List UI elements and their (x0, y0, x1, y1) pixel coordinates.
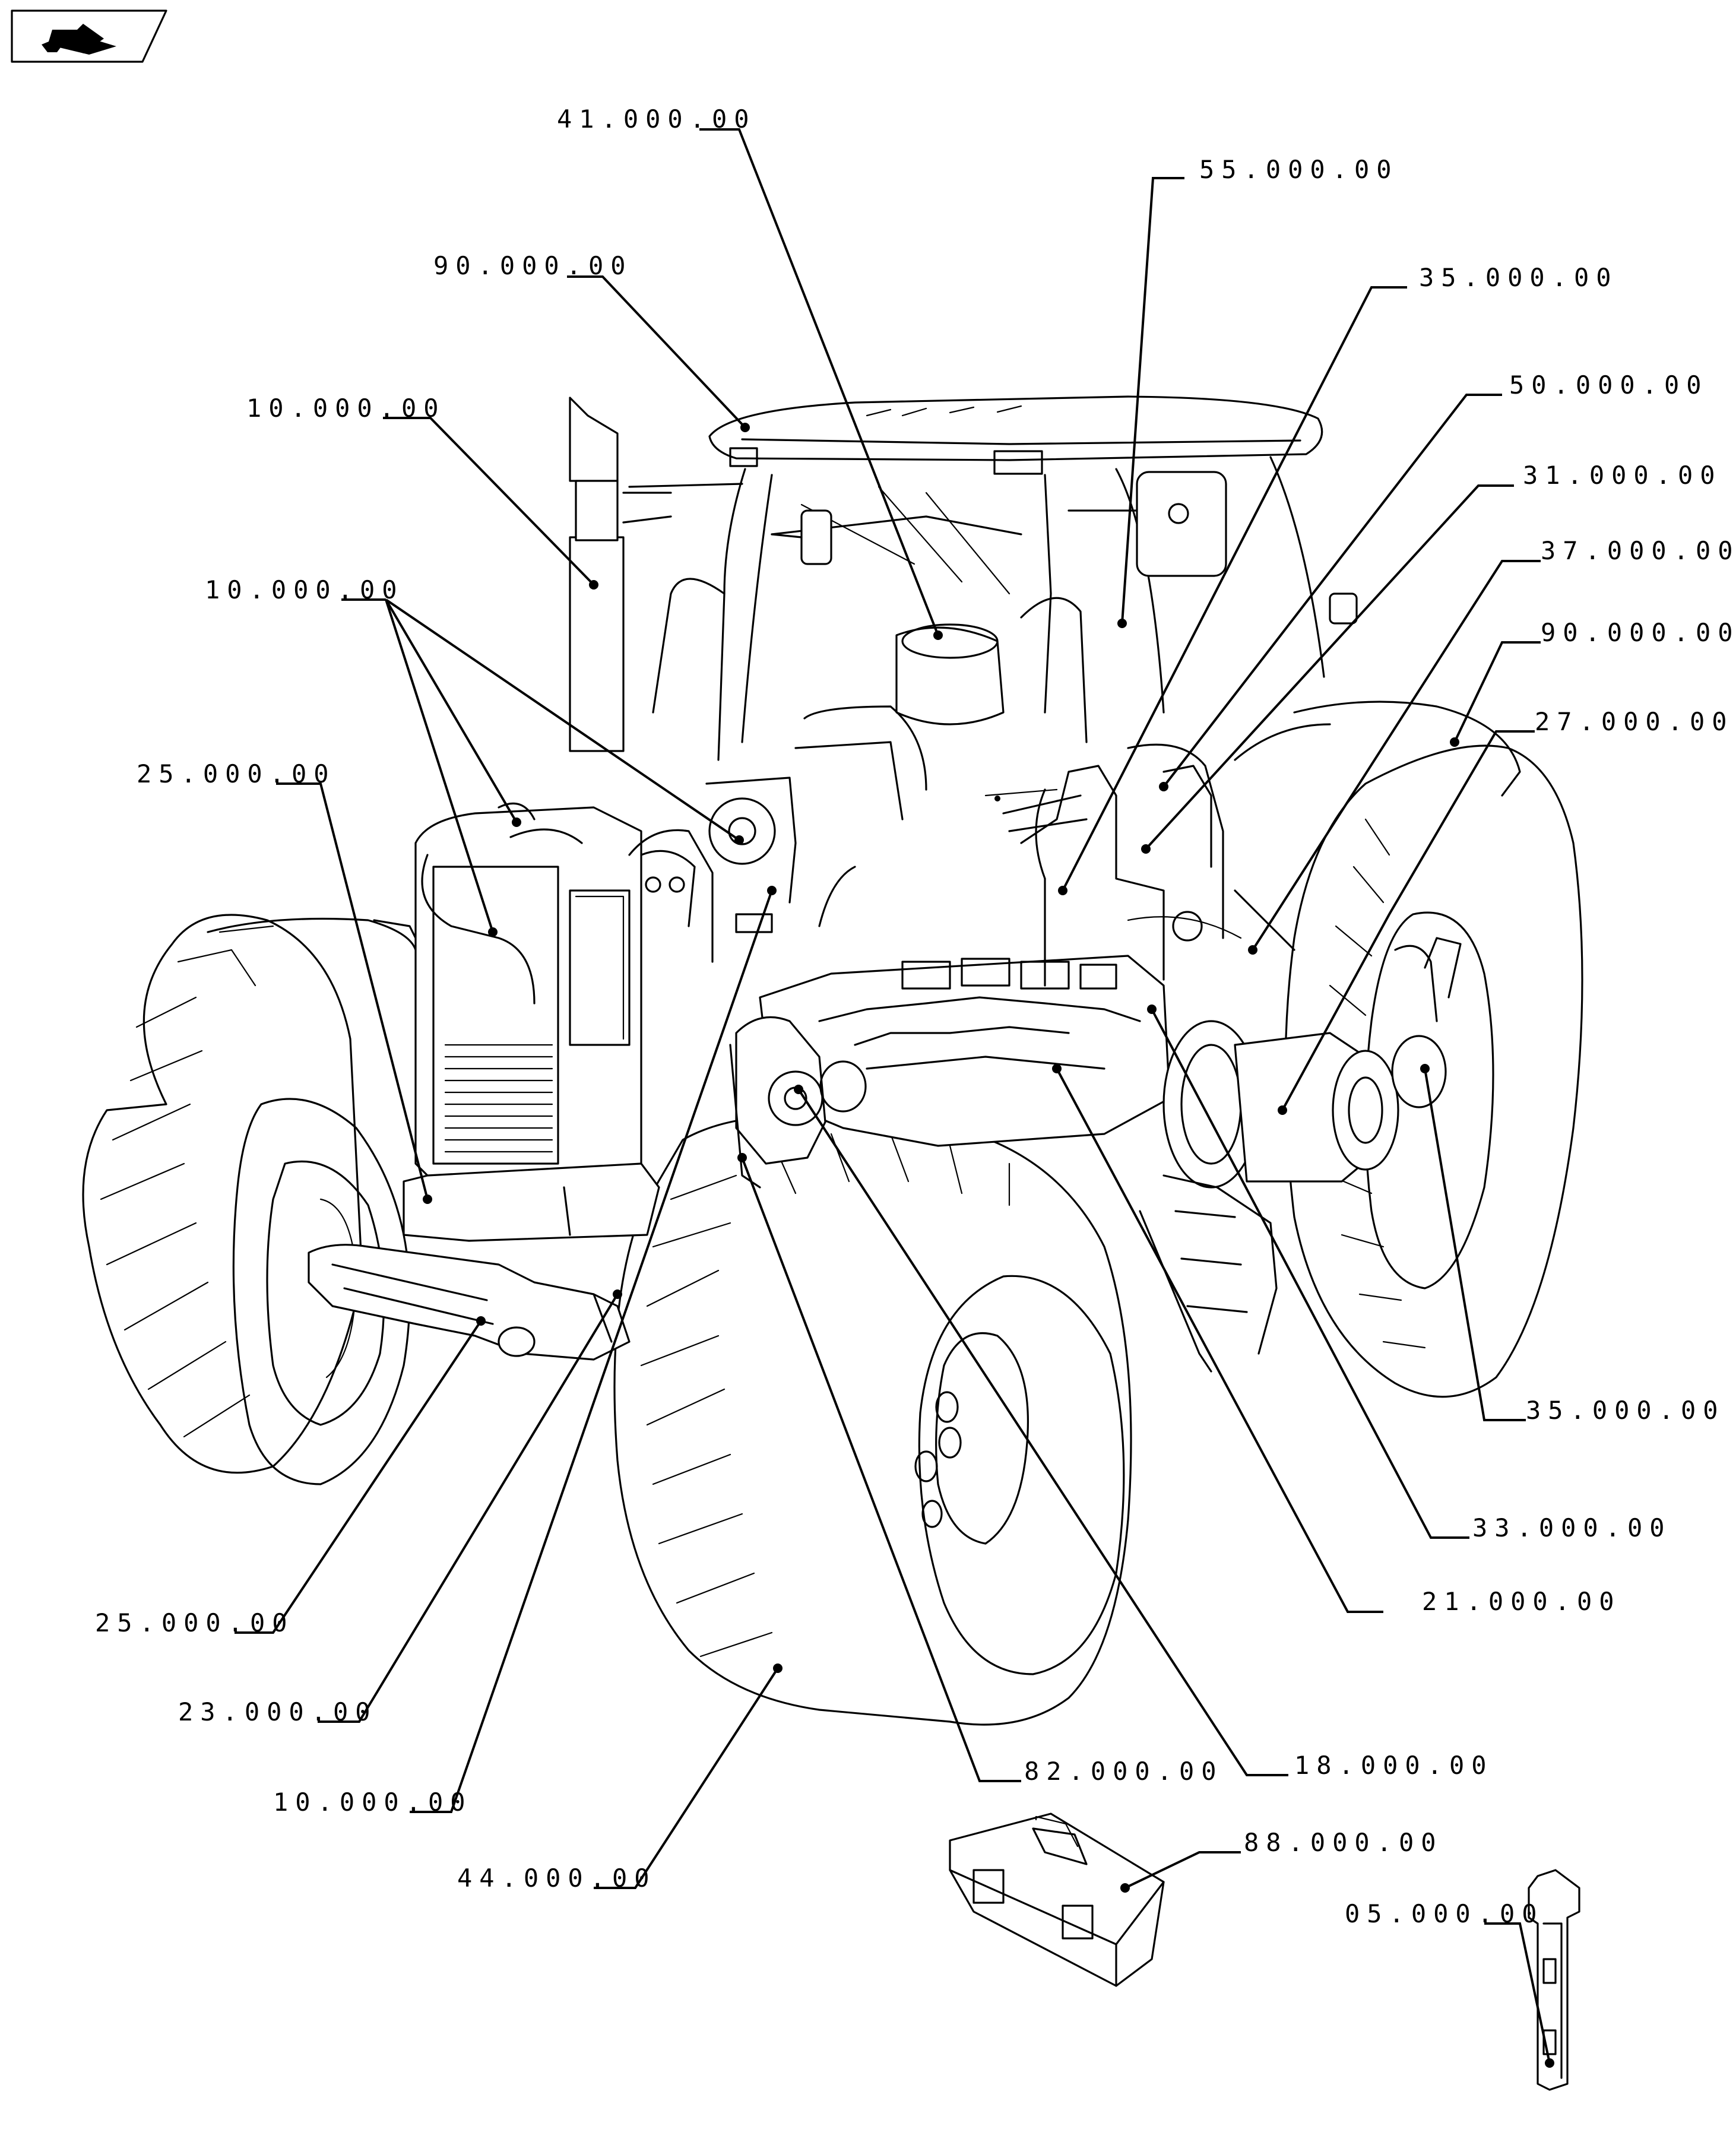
toolbox (949, 1813, 1165, 1987)
callout-10-top[interactable]: 10.000.00 (246, 394, 446, 423)
tractor-illustration (82, 395, 1583, 2091)
cab-body (628, 456, 1358, 791)
callout-labels: 41.000.00 55.000.00 90.000.00 35.000.00 … (95, 104, 1736, 1928)
bracket-part (1528, 1869, 1580, 2091)
forward-arrow-icon[interactable] (11, 9, 167, 63)
callout-10-mid[interactable]: 10.000.00 (205, 575, 404, 604)
front-differential (729, 1016, 867, 1189)
callout-10-bottom[interactable]: 10.000.00 (273, 1788, 473, 1817)
callout-41[interactable]: 41.000.00 (557, 104, 756, 134)
transmission (759, 743, 1224, 1147)
hoses (818, 788, 1295, 951)
callout-25-bottom[interactable]: 25.000.00 (95, 1608, 294, 1637)
callout-44[interactable]: 44.000.00 (457, 1864, 657, 1893)
callout-88[interactable]: 88.000.00 (1244, 1828, 1443, 1857)
engine-block (403, 741, 904, 1242)
exhaust-pipe (569, 397, 672, 752)
callout-23[interactable]: 23.000.00 (178, 1697, 378, 1726)
access-steps (1139, 1174, 1278, 1373)
rear-axle-housing (1162, 937, 1462, 1189)
callout-35-bottom[interactable]: 35.000.00 (1526, 1396, 1725, 1425)
callout-18[interactable]: 18.000.00 (1294, 1751, 1494, 1780)
callout-90-top[interactable]: 90.000.00 (433, 251, 633, 280)
callout-37[interactable]: 37.000.00 (1541, 536, 1736, 565)
cab-roof (708, 395, 1323, 475)
rear-left-tire (82, 914, 363, 1474)
callout-82[interactable]: 82.000.00 (1024, 1757, 1224, 1786)
leader-lines (235, 128, 1554, 2068)
callout-90-right[interactable]: 90.000.00 (1541, 618, 1736, 647)
callout-05[interactable]: 05.000.00 (1345, 1899, 1544, 1928)
callout-27[interactable]: 27.000.00 (1535, 707, 1734, 736)
callout-50[interactable]: 50.000.00 (1509, 370, 1709, 400)
callout-55[interactable]: 55.000.00 (1199, 155, 1399, 184)
front-right-rim (914, 1275, 1125, 1675)
callout-33[interactable]: 33.000.00 (1472, 1513, 1672, 1542)
front-fender (207, 917, 429, 963)
callout-35-top[interactable]: 35.000.00 (1419, 263, 1618, 292)
callout-25-top[interactable]: 25.000.00 (137, 759, 336, 788)
callout-21[interactable]: 21.000.00 (1422, 1587, 1621, 1616)
callout-31[interactable]: 31.000.00 (1523, 461, 1722, 490)
front-axle (308, 1244, 631, 1361)
front-right-tire (613, 1114, 1132, 1726)
rear-fender (1234, 701, 1521, 797)
